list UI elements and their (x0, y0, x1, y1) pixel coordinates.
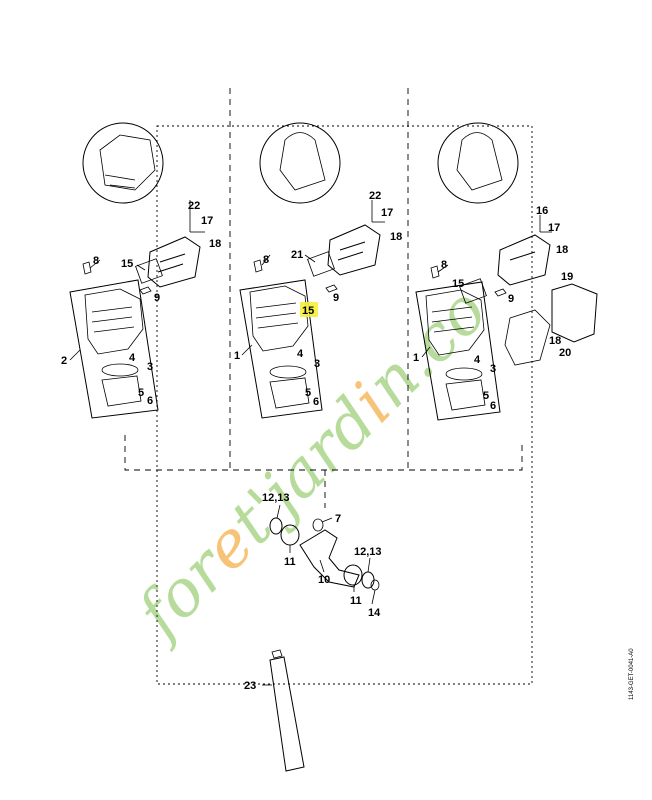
label-3-b: 3 (314, 358, 320, 370)
cylinder-box-c (415, 281, 501, 421)
seal-12-13-a (269, 517, 283, 535)
piston-rings-c (445, 367, 483, 381)
label-1-b: 1 (234, 350, 240, 362)
label-3-c: 3 (490, 363, 496, 375)
cylinder-a (84, 288, 144, 355)
label-17-c: 17 (548, 222, 560, 234)
label-14: 14 (368, 607, 381, 619)
pin-7 (312, 518, 324, 532)
label-18-b: 18 (390, 231, 402, 243)
detail-circle-a (82, 122, 164, 204)
label-4-a: 4 (129, 352, 136, 364)
gasket-15-c (459, 278, 487, 304)
cylinder-c (425, 289, 485, 356)
muffler-a (147, 236, 201, 288)
bearing-11-b (343, 564, 363, 586)
label-11-b: 11 (350, 595, 362, 607)
label-8-c: 8 (441, 259, 447, 271)
piston-rings-a (101, 363, 139, 377)
label-5-c: 5 (483, 390, 489, 402)
gasket-15-a (135, 258, 163, 284)
spring-9-c (494, 288, 507, 297)
piston-c (445, 379, 486, 411)
detail-circle-c (437, 122, 519, 204)
leader-lines (69, 254, 449, 605)
label-11-a: 11 (284, 556, 296, 568)
cylinder-variant-c (415, 122, 598, 421)
screw-8-c (430, 265, 440, 279)
highlight-part-15[interactable] (300, 302, 318, 317)
gasket-21 (307, 251, 335, 277)
piston-b (269, 377, 310, 409)
label-7: 7 (335, 513, 341, 525)
label-6-a: 6 (147, 395, 153, 407)
label-6-b: 6 (313, 396, 319, 408)
label-17-a: 17 (201, 215, 213, 227)
muffler-c (497, 234, 551, 286)
label-2: 2 (61, 355, 67, 367)
label-3-a: 3 (147, 361, 153, 373)
label-18-d: 18 (549, 335, 561, 347)
muffler-b (327, 224, 381, 276)
label-22-b: 22 (369, 190, 381, 202)
label-9-b: 9 (333, 292, 339, 304)
label-19: 19 (561, 271, 573, 283)
detail-circle-b (259, 122, 341, 204)
muffler-cover-c (504, 309, 551, 366)
label-1-c: 1 (413, 352, 419, 364)
spring-9-a (139, 286, 152, 295)
dashed-bottom (124, 435, 523, 471)
piston-rings-b (269, 365, 307, 379)
cylinder-box-b (239, 279, 323, 419)
label-9-a: 9 (154, 292, 160, 304)
label-15-a: 15 (121, 258, 133, 270)
cylinder-box-a (69, 279, 159, 419)
label-17-b: 17 (381, 207, 393, 219)
drawing-code: 1143-GET-0041-A0 (629, 648, 635, 700)
cylinder-b (249, 285, 309, 352)
label-18-a: 18 (209, 238, 221, 250)
label-6-c: 6 (490, 400, 496, 412)
cylinder-variant-a (69, 122, 205, 419)
label-16: 16 (536, 205, 548, 217)
crankshaft-10 (299, 529, 360, 588)
label-21: 21 (291, 249, 303, 261)
label-4-b: 4 (297, 348, 304, 360)
label-5-b: 5 (305, 387, 311, 399)
label-12-13-a: 12,13 (262, 492, 290, 504)
cylinder-variant-b (239, 122, 385, 419)
label-5-a: 5 (138, 387, 144, 399)
screw-8-b (253, 259, 263, 273)
label-15-b[interactable]: 15 (302, 305, 314, 317)
label-10: 10 (318, 574, 330, 586)
label-18-c: 18 (556, 244, 568, 256)
label-8-a: 8 (93, 255, 99, 267)
label-15-c: 15 (452, 278, 464, 290)
seal-12-13-b (361, 571, 375, 589)
piston-a (101, 375, 142, 407)
label-22-a: 22 (188, 200, 200, 212)
label-9-c: 9 (508, 293, 514, 305)
label-12-13-b: 12,13 (354, 546, 382, 558)
label-4-c: 4 (474, 354, 481, 366)
grease-tube-23 (262, 649, 305, 772)
part-labels: 22 17 18 8 15 9 2 4 3 5 6 22 17 18 21 8 … (61, 190, 573, 692)
label-20: 20 (559, 347, 571, 359)
spring-9-b (325, 284, 338, 293)
label-23: 23 (244, 680, 256, 692)
screw-8-a (82, 261, 92, 275)
cover-19 (551, 283, 598, 343)
